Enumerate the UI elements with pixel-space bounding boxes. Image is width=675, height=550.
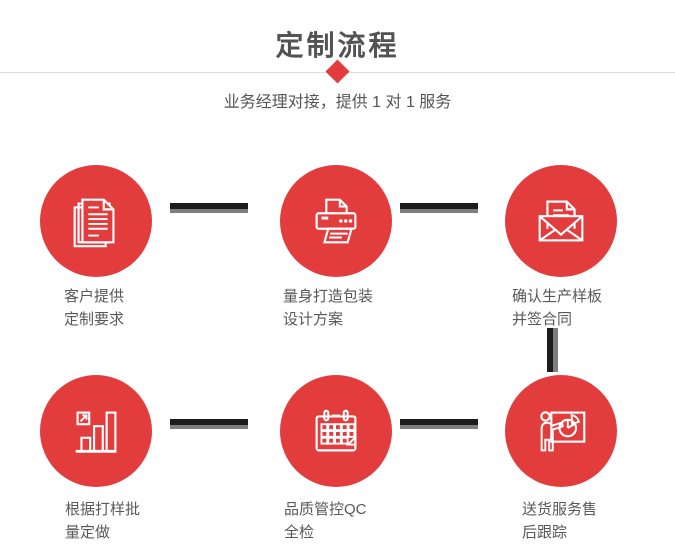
step-label-line: 全检 — [284, 524, 315, 541]
step-circle-3 — [505, 165, 617, 277]
subtitle: 业务经理对接，提供 1 对 1 服务 — [223, 94, 452, 111]
printer-icon — [315, 198, 357, 244]
connector-bar-vertical — [547, 328, 558, 372]
step-circle-6 — [505, 375, 617, 487]
step-label-line: 量定做 — [65, 524, 111, 541]
step-label-line: 并签合同 — [512, 311, 573, 328]
step-circle-1 — [40, 165, 152, 277]
step-circle-2 — [280, 165, 392, 277]
step-label-2: 量身打造包装 设计方案 — [283, 285, 373, 331]
connector-bar-1 — [170, 203, 248, 213]
step-label-5: 品质管控QC 全检 — [284, 498, 367, 544]
step-label-6: 送货服务售 后跟踪 — [522, 498, 597, 544]
bar-chart-icon — [75, 411, 117, 453]
connector-bar-2 — [400, 203, 478, 213]
step-circle-4 — [40, 375, 152, 487]
step-label-4: 根据打样批 量定做 — [65, 498, 140, 544]
step-label-line: 设计方案 — [283, 311, 344, 328]
stacked-documents-icon — [73, 198, 115, 248]
step-label-3: 确认生产样板 并签合同 — [512, 285, 602, 331]
page-title: 定制流程 — [275, 30, 400, 61]
step-label-line: 根据打样批 — [65, 501, 141, 518]
step-label-line: 确认生产样板 — [512, 288, 603, 305]
step-label-line: 客户提供 — [64, 288, 125, 305]
calendar-icon — [315, 409, 357, 452]
connector-bar-4 — [400, 419, 478, 429]
step-circle-5 — [280, 375, 392, 487]
presentation-icon — [540, 411, 586, 452]
connector-bar-3 — [170, 419, 248, 429]
step-label-line: 品质管控QC — [284, 501, 367, 518]
step-label-line: 定制要求 — [64, 311, 125, 328]
step-label-line: 送货服务售 — [522, 501, 598, 518]
envelope-letter-icon — [538, 200, 584, 242]
step-label-1: 客户提供 定制要求 — [64, 285, 124, 331]
step-label-line: 后跟踪 — [522, 524, 568, 541]
step-label-line: 量身打造包装 — [283, 288, 374, 305]
